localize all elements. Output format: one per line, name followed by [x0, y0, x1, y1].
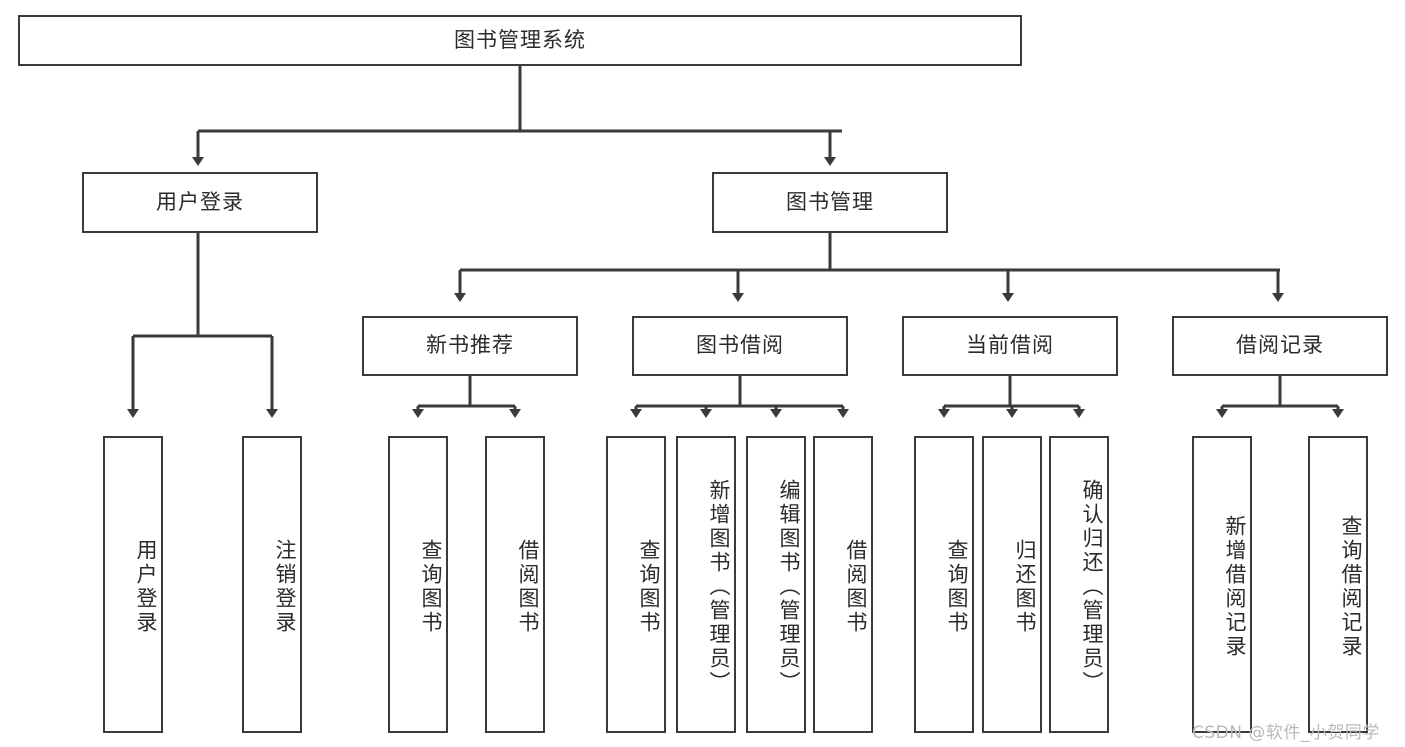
- node-borrow-record-label: 借阅记录: [1236, 333, 1324, 358]
- leaf-query-book-2[interactable]: 查询图书: [606, 436, 666, 733]
- node-new-book-rec-label: 新书推荐: [426, 333, 514, 358]
- leaf-query-book-1[interactable]: 查询图书: [388, 436, 448, 733]
- leaf-borrow-book-1[interactable]: 借阅图书: [485, 436, 545, 733]
- leaf-query-book-1-label: 查询图书: [419, 538, 443, 635]
- node-book-borrow[interactable]: 图书借阅: [632, 316, 848, 376]
- node-book-manage-label: 图书管理: [786, 189, 874, 214]
- leaf-edit-book-label: 编辑图书（管理员）: [777, 478, 801, 695]
- node-root-label: 图书管理系统: [454, 27, 586, 52]
- leaf-add-record-label: 新增借阅记录: [1223, 514, 1247, 659]
- leaf-query-book-3[interactable]: 查询图书: [914, 436, 974, 733]
- node-new-book-rec[interactable]: 新书推荐: [362, 316, 578, 376]
- leaf-return-book-label: 归还图书: [1013, 538, 1037, 635]
- leaf-query-record-label: 查询借阅记录: [1339, 514, 1363, 659]
- node-user-login[interactable]: 用户登录: [82, 172, 318, 233]
- leaf-borrow-book-1-label: 借阅图书: [516, 538, 540, 635]
- leaf-borrow-book-2[interactable]: 借阅图书: [813, 436, 873, 733]
- leaf-query-record[interactable]: 查询借阅记录: [1308, 436, 1368, 733]
- node-book-borrow-label: 图书借阅: [696, 333, 784, 358]
- watermark-csdn: CSDN @软件_小贺同学: [1192, 723, 1380, 743]
- leaf-confirm-return-label: 确认归还（管理员）: [1080, 478, 1104, 695]
- leaf-add-book[interactable]: 新增图书（管理员）: [676, 436, 736, 733]
- leaf-user-login-label: 用户登录: [134, 538, 158, 635]
- node-root[interactable]: 图书管理系统: [18, 15, 1022, 66]
- leaf-borrow-book-2-label: 借阅图书: [844, 538, 868, 635]
- leaf-query-book-2-label: 查询图书: [637, 538, 661, 635]
- leaf-logout[interactable]: 注销登录: [242, 436, 302, 733]
- leaf-return-book[interactable]: 归还图书: [982, 436, 1042, 733]
- leaf-confirm-return[interactable]: 确认归还（管理员）: [1049, 436, 1109, 733]
- node-current-borrow[interactable]: 当前借阅: [902, 316, 1118, 376]
- leaf-add-book-label: 新增图书（管理员）: [707, 478, 731, 695]
- node-user-login-label: 用户登录: [156, 189, 244, 214]
- leaf-user-login[interactable]: 用户登录: [103, 436, 163, 733]
- leaf-logout-label: 注销登录: [273, 538, 297, 635]
- leaf-add-record[interactable]: 新增借阅记录: [1192, 436, 1252, 733]
- node-current-borrow-label: 当前借阅: [966, 333, 1054, 358]
- leaf-query-book-3-label: 查询图书: [945, 538, 969, 635]
- node-book-manage[interactable]: 图书管理: [712, 172, 948, 233]
- node-borrow-record[interactable]: 借阅记录: [1172, 316, 1388, 376]
- leaf-edit-book[interactable]: 编辑图书（管理员）: [746, 436, 806, 733]
